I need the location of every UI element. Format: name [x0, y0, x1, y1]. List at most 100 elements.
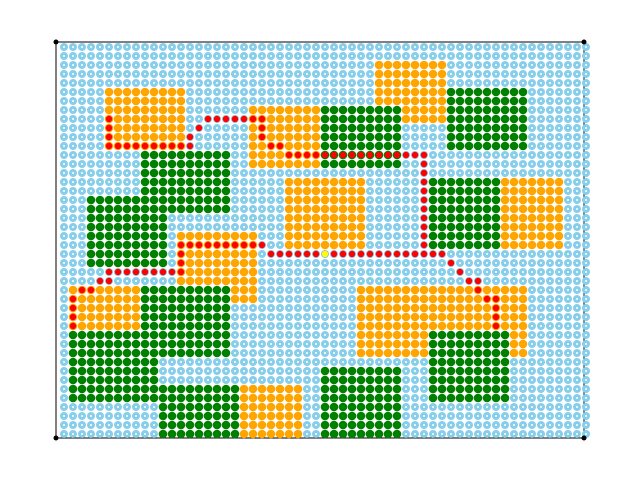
empty-cell-center — [270, 181, 272, 183]
empty-cell-center — [243, 91, 245, 93]
forest-cell — [140, 168, 150, 178]
empty-cell-center — [432, 136, 434, 138]
empty-cell-center — [108, 406, 110, 408]
empty-cell-center — [261, 307, 263, 309]
empty-cell-center — [405, 388, 407, 390]
sand-cell — [140, 96, 150, 106]
sand-cell — [203, 276, 213, 286]
sand-cell — [104, 285, 114, 295]
empty-cell-center — [108, 415, 110, 417]
empty-cell-center — [306, 352, 308, 354]
empty-cell-center — [351, 73, 353, 75]
forest-cell — [320, 114, 330, 124]
empty-cell-center — [387, 208, 389, 210]
forest-cell — [383, 132, 393, 142]
empty-cell-center — [261, 190, 263, 192]
empty-cell-center — [207, 46, 209, 48]
empty-cell-center — [387, 199, 389, 201]
empty-cell-center — [432, 271, 434, 273]
empty-cell-center — [531, 361, 533, 363]
forest-cell — [374, 123, 384, 133]
forest-cell — [86, 384, 96, 394]
empty-cell-center — [297, 334, 299, 336]
forest-cell — [455, 213, 465, 223]
sand-cell — [104, 294, 114, 304]
empty-cell-center — [504, 433, 506, 435]
empty-cell-center — [261, 199, 263, 201]
forest-cell — [464, 132, 474, 142]
sand-cell — [320, 231, 330, 241]
empty-cell-center — [477, 82, 479, 84]
forest-cell — [437, 240, 447, 250]
empty-cell-center — [261, 217, 263, 219]
empty-cell-center — [540, 280, 542, 282]
path-marker — [132, 268, 140, 276]
forest-cell — [131, 348, 141, 358]
forest-cell — [356, 141, 366, 151]
empty-cell-center — [81, 100, 83, 102]
empty-cell-center — [153, 55, 155, 57]
empty-cell-center — [405, 370, 407, 372]
forest-cell — [320, 141, 330, 151]
empty-cell-center — [549, 397, 551, 399]
empty-cell-center — [324, 316, 326, 318]
empty-cell-center — [81, 181, 83, 183]
sand-cell — [131, 105, 141, 115]
empty-cell-center — [189, 64, 191, 66]
empty-cell-center — [306, 172, 308, 174]
forest-cell — [464, 213, 474, 223]
forest-cell — [482, 132, 492, 142]
sand-cell — [293, 240, 303, 250]
forest-cell — [374, 393, 384, 403]
empty-cell-center — [99, 271, 101, 273]
forest-cell — [464, 105, 474, 115]
sand-cell — [392, 321, 402, 331]
sand-cell — [419, 96, 429, 106]
sand-cell — [446, 312, 456, 322]
sand-cell — [284, 204, 294, 214]
empty-cell-center — [549, 91, 551, 93]
empty-cell-center — [378, 190, 380, 192]
empty-cell-center — [342, 172, 344, 174]
sand-cell — [167, 114, 177, 124]
sand-cell — [122, 114, 132, 124]
forest-cell — [158, 249, 168, 259]
sand-cell — [221, 258, 231, 268]
empty-cell-center — [558, 109, 560, 111]
forest-cell — [221, 150, 231, 160]
forest-cell — [140, 366, 150, 376]
empty-cell-center — [567, 379, 569, 381]
empty-cell-center — [567, 145, 569, 147]
sand-cell — [329, 177, 339, 187]
empty-cell-center — [486, 433, 488, 435]
forest-cell — [131, 357, 141, 367]
forest-cell — [140, 348, 150, 358]
forest-cell — [455, 123, 465, 133]
empty-cell-center — [72, 154, 74, 156]
empty-cell-center — [63, 199, 65, 201]
sand-cell — [365, 339, 375, 349]
empty-cell-center — [225, 64, 227, 66]
empty-cell-center — [495, 415, 497, 417]
forest-cell — [500, 132, 510, 142]
empty-cell-center — [324, 325, 326, 327]
path-marker — [231, 241, 239, 249]
sand-cell — [167, 132, 177, 142]
empty-cell-center — [369, 190, 371, 192]
empty-cell-center — [261, 361, 263, 363]
empty-cell-center — [81, 217, 83, 219]
empty-cell-center — [288, 91, 290, 93]
empty-cell-center — [153, 73, 155, 75]
empty-cell-center — [531, 46, 533, 48]
forest-cell — [158, 312, 168, 322]
sand-cell — [392, 60, 402, 70]
sand-cell — [302, 213, 312, 223]
empty-cell-center — [90, 433, 92, 435]
forest-cell — [329, 384, 339, 394]
forest-cell — [473, 177, 483, 187]
forest-cell — [221, 159, 231, 169]
forest-cell — [149, 159, 159, 169]
forest-cell — [455, 240, 465, 250]
empty-cell-center — [369, 235, 371, 237]
sand-cell — [122, 321, 132, 331]
